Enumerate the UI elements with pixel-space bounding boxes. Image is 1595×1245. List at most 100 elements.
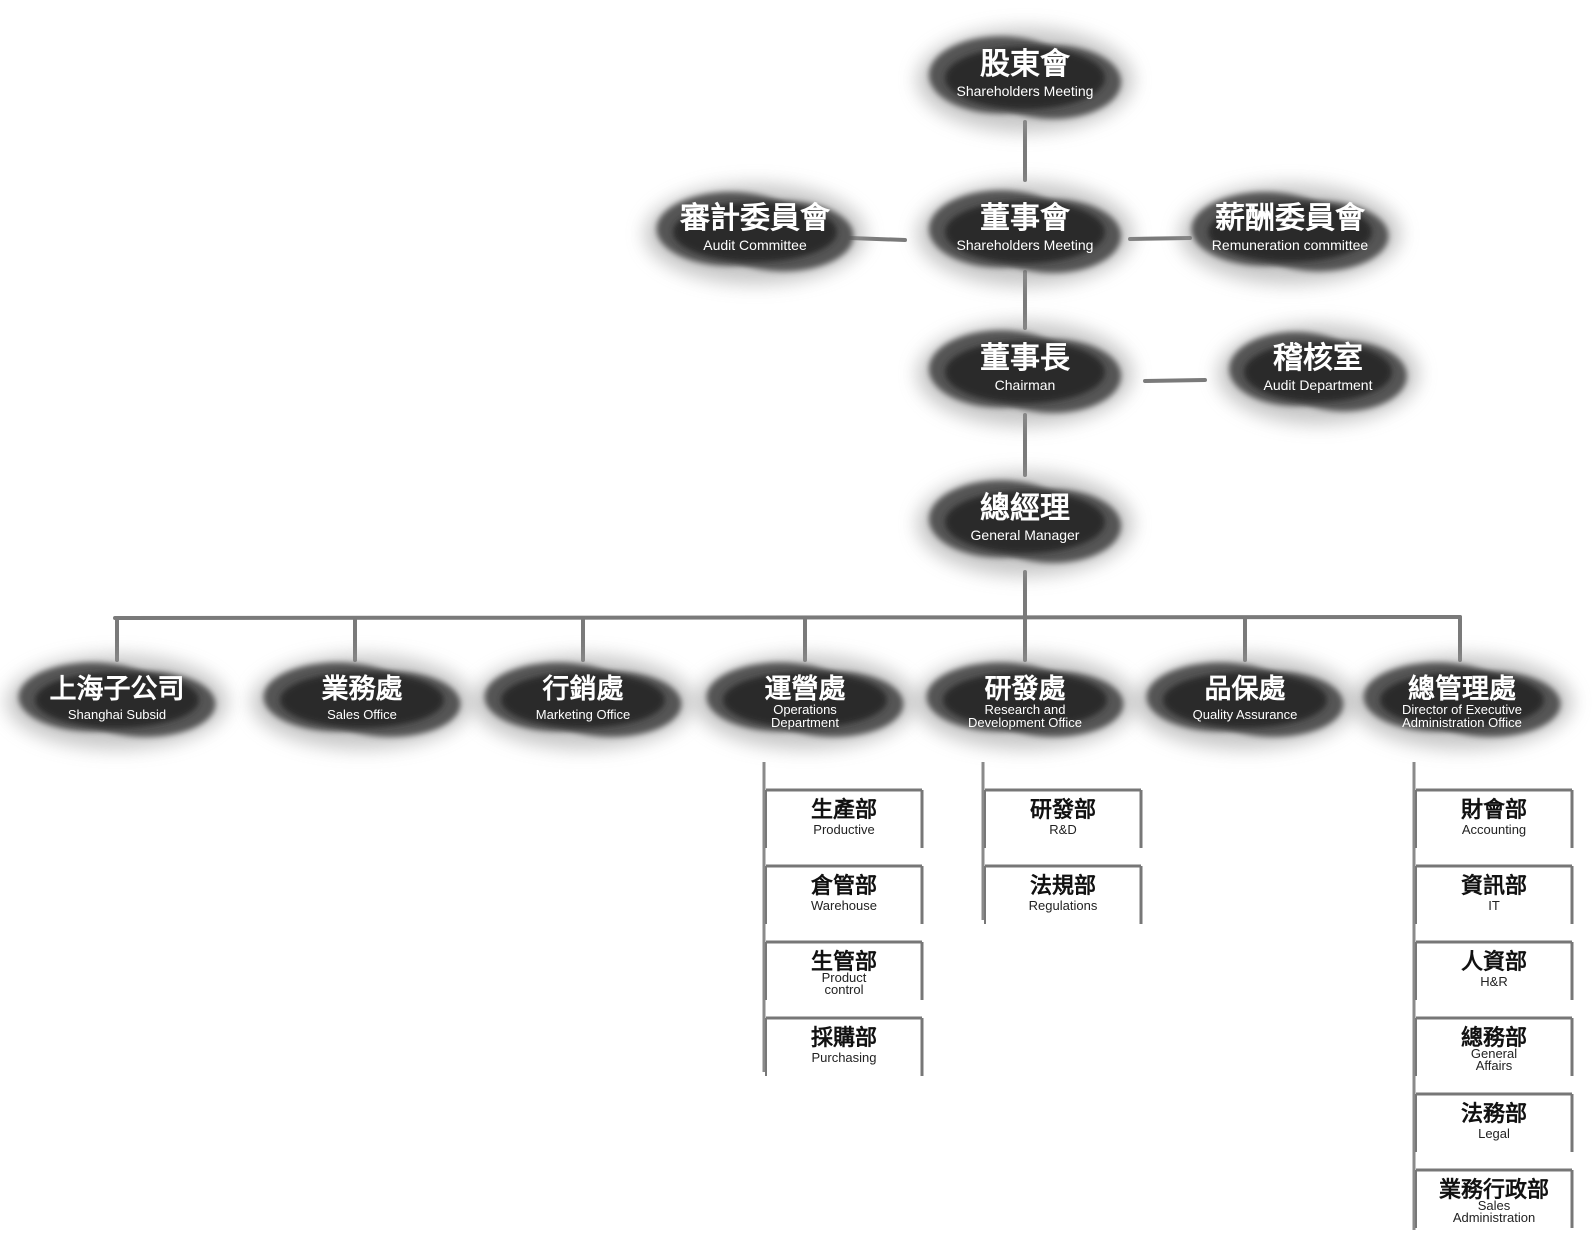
division-shanghai-zh-label: 上海子公司 xyxy=(50,674,185,705)
connector-lines xyxy=(113,120,1462,1230)
ink-core xyxy=(35,672,199,728)
ink-core xyxy=(943,672,1107,728)
sub-unit-zh-label: 生管部 xyxy=(811,949,877,975)
ink-core xyxy=(673,202,837,262)
node-remuneration-committee-en-label: Remuneration committee xyxy=(1212,237,1369,253)
node-gm-en-label: General Manager xyxy=(971,527,1080,543)
ink-core xyxy=(945,340,1105,404)
division-sales-zh-label: 業務處 xyxy=(322,674,403,705)
division-marketing-en-label: Marketing Office xyxy=(536,707,630,722)
connector-audit-department xyxy=(1143,378,1207,383)
division-operations-zh-label: 運營處 xyxy=(765,674,846,705)
division-marketing-zh-label: 行銷處 xyxy=(542,673,624,705)
division-bus xyxy=(113,615,1462,620)
ink-core xyxy=(1244,342,1392,402)
division-shanghai: 上海子公司 Shanghai Subsid xyxy=(6,655,228,749)
division-rnd-zh-label: 研發處 xyxy=(985,674,1066,705)
ink-core xyxy=(723,672,887,728)
sub-unit-en-label: IT xyxy=(1488,898,1500,913)
ink-core xyxy=(501,672,665,728)
ink-core xyxy=(1163,672,1327,728)
division-qa-en-label: Quality Assurance xyxy=(1193,707,1298,722)
node-chairman-zh-label: 董事長 xyxy=(980,341,1071,376)
division-rnd-en-label: Development Office xyxy=(968,715,1082,730)
division-admin-zh-label: 總管理處 xyxy=(1408,673,1516,705)
sub-unit-en-label: R&D xyxy=(1049,822,1076,837)
ink-core xyxy=(945,490,1105,554)
sub-unit-zh-label: 生產部 xyxy=(811,797,877,823)
sub-unit-en-label: Sales xyxy=(1478,1198,1511,1213)
ink-core xyxy=(945,200,1105,264)
sub-unit-zh-label: 倉管部 xyxy=(810,873,877,899)
division-shanghai-en-label: Shanghai Subsid xyxy=(68,707,166,722)
division-qa-zh-label: 品保處 xyxy=(1205,674,1286,705)
sub-unit-en-label: Warehouse xyxy=(811,898,877,913)
sub-unit-en-label: Regulations xyxy=(1029,898,1098,913)
sub-unit-zh-label: 總務部 xyxy=(1461,1025,1527,1051)
node-audit-committee-en-label: Audit Committee xyxy=(703,237,807,253)
ink-core xyxy=(945,46,1105,110)
division-operations-en-label: Operations xyxy=(773,702,837,717)
ink-core xyxy=(280,672,444,728)
node-audit-department-zh-label: 稽核室 xyxy=(1273,341,1363,376)
node-shareholders-en-label: Shareholders Meeting xyxy=(957,83,1094,99)
node-chairman-en-label: Chairman xyxy=(995,377,1056,393)
sub-unit-layer: 生產部Productive倉管部Warehouse生管部Productcontr… xyxy=(765,788,1574,1228)
division-rnd-en-label: Research and xyxy=(985,702,1066,717)
sub-unit-en-label: Affairs xyxy=(1476,1058,1513,1073)
sub-unit-en-label: General xyxy=(1471,1046,1517,1061)
ink-core xyxy=(1208,202,1372,262)
sub-unit-en-label: Accounting xyxy=(1462,822,1526,837)
sub-unit-en-label: Product xyxy=(822,970,867,985)
node-gm-zh-label: 總經理 xyxy=(980,491,1070,526)
division-operations-en-label: Department xyxy=(771,715,839,730)
division-admin-en-label: Administration Office xyxy=(1402,715,1522,730)
sub-unit-en-label: control xyxy=(824,982,863,997)
node-audit-committee-zh-label: 審計委員會 xyxy=(679,201,831,236)
division-marketing: 行銷處 Marketing Office xyxy=(472,655,694,749)
sub-unit-zh-label: 人資部 xyxy=(1461,949,1527,975)
sub-unit-zh-label: 財會部 xyxy=(1461,797,1527,823)
sub-unit-zh-label: 研發部 xyxy=(1030,797,1096,823)
sub-unit-en-label: Purchasing xyxy=(811,1050,876,1065)
sub-unit-zh-label: 業務行政部 xyxy=(1439,1177,1549,1203)
sub-unit-en-label: Legal xyxy=(1478,1126,1510,1141)
sub-unit-zh-label: 資訊部 xyxy=(1461,873,1527,899)
node-remuneration-committee-zh-label: 薪酬委員會 xyxy=(1215,201,1366,236)
node-shareholders-zh-label: 股東會 xyxy=(980,47,1071,82)
node-board-zh-label: 董事會 xyxy=(980,201,1071,236)
ink-core xyxy=(1380,672,1544,728)
division-qa: 品保處 Quality Assurance xyxy=(1134,655,1356,749)
sub-unit-en-label: Administration xyxy=(1453,1210,1535,1225)
node-audit-department-en-label: Audit Department xyxy=(1264,377,1373,393)
sub-unit-zh-label: 法規部 xyxy=(1030,873,1096,899)
division-sales: 業務處 Sales Office xyxy=(251,655,473,749)
node-board-en-label: Shareholders Meeting xyxy=(957,237,1094,253)
division-sales-en-label: Sales Office xyxy=(327,707,397,722)
division-admin-en-label: Director of Executive xyxy=(1402,702,1522,717)
sub-unit-en-label: H&R xyxy=(1480,974,1507,989)
